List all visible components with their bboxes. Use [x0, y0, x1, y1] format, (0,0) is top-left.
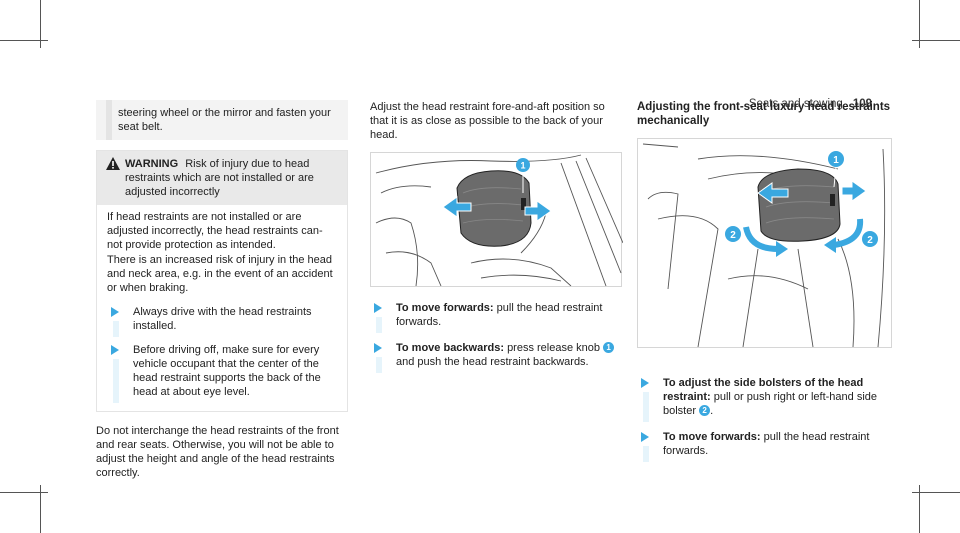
page-header: Seats and stowing 109: [749, 98, 872, 110]
warning-header: WARNING Risk of injury due to head restr…: [97, 151, 347, 205]
step-arrow-icon: [374, 303, 382, 313]
step-text: pull the head restraint forwards.: [663, 431, 870, 457]
callout-badge: 1: [603, 342, 615, 353]
column-right: Adjusting the front-seat luxury head res…: [637, 100, 892, 464]
instruction-step: To move forwards: pull the head restrain…: [637, 430, 892, 462]
warning-step: Always drive with the head restraints in…: [107, 305, 337, 337]
crop-mark: [40, 0, 41, 48]
step-arrow-icon: [111, 307, 119, 317]
warning-paragraph: There is an increased risk of injury in …: [107, 254, 333, 294]
crop-mark: [919, 485, 920, 533]
crop-mark: [0, 492, 48, 493]
intro-paragraph: Adjust the head restraint fore-and-aft p…: [370, 101, 605, 141]
step-heading: To move forwards:: [396, 302, 494, 314]
crop-mark: [40, 485, 41, 533]
step-text: and push the head restraint backwards.: [396, 356, 589, 368]
step-heading: To move forwards:: [663, 431, 761, 443]
warning-title: WARNING: [125, 158, 179, 170]
step-arrow-icon: [641, 378, 649, 388]
step-text: pull or push right or left-hand side bol…: [663, 391, 878, 417]
step-arrow-icon: [641, 432, 649, 442]
instruction-step: To move backwards: press release knob 1 …: [370, 341, 622, 373]
luxury-head-restraint-illustration: 1 2 2: [642, 143, 886, 348]
warning-title-text: Risk of injury due to head restraints wh…: [125, 158, 314, 198]
continued-step: steering wheel or the mirror and fasten …: [96, 100, 348, 140]
step-text: press release knob: [507, 342, 601, 354]
figure-head-restraint-adjust: 1: [370, 152, 624, 287]
section-heading: Adjusting the front-seat luxury head res…: [637, 101, 891, 127]
crop-mark: [912, 40, 960, 41]
section-title: Seats and stowing: [748, 98, 843, 110]
step-text: Always drive with the head restraints in…: [133, 306, 312, 332]
step-arrow-icon: [374, 343, 382, 353]
crop-mark: [0, 40, 48, 41]
instruction-step: To adjust the side bolsters of the head …: [637, 376, 892, 422]
step-heading: To move backwards:: [396, 342, 504, 354]
callout-badge: 2: [699, 405, 711, 416]
column-left: steering wheel or the mirror and fasten …: [96, 100, 348, 480]
crop-mark: [912, 492, 960, 493]
continued-text: steering wheel or the mirror and fasten …: [118, 107, 331, 133]
warning-paragraph: If head restraints are not installed or …: [107, 211, 323, 251]
crop-mark: [919, 0, 920, 48]
callout-badge: 1: [833, 155, 839, 166]
page-number: 109: [852, 98, 872, 110]
step-text: pull the head restraint forwards.: [396, 302, 603, 328]
column-middle: Adjust the head restraint fore-and-aft p…: [370, 100, 624, 375]
warning-triangle-icon: [106, 157, 120, 170]
figure-luxury-head-restraint: 1 2 2: [637, 138, 892, 348]
callout-badge: 1: [520, 161, 525, 171]
step-heading: To adjust the side bolsters of the head …: [663, 377, 864, 403]
callout-badge: 2: [730, 230, 736, 241]
step-text: .: [710, 405, 714, 417]
callout-badge: 2: [867, 235, 873, 246]
body-paragraph: Do not interchange the head restraints o…: [96, 425, 339, 479]
warning-body: If head restraints are not installed or …: [97, 205, 347, 411]
step-text: Before driving off, make sure for every …: [133, 344, 321, 398]
instruction-step: To move forwards: pull the head restrain…: [370, 301, 622, 333]
warning-box: WARNING Risk of injury due to head restr…: [96, 150, 348, 412]
warning-step: Before driving off, make sure for every …: [107, 343, 337, 403]
step-arrow-icon: [111, 345, 119, 355]
head-restraint-illustration: 1: [375, 154, 624, 287]
